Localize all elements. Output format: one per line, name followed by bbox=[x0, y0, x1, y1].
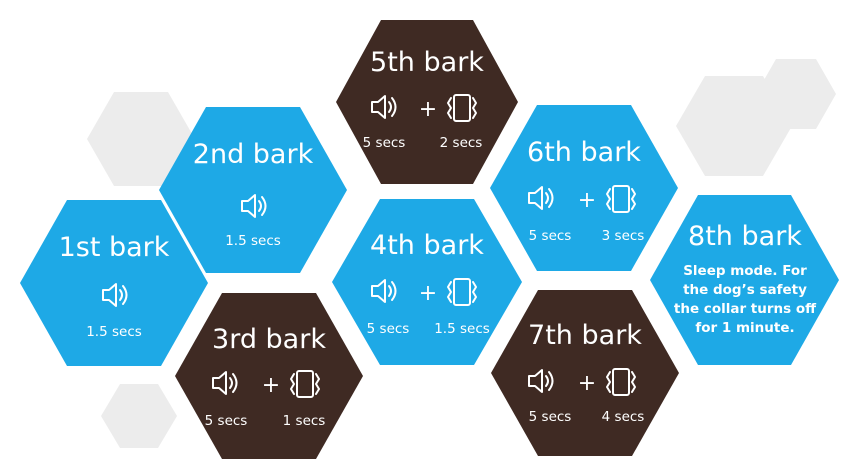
bark-title: 3rd bark bbox=[212, 324, 326, 355]
bark-title: 8th bark bbox=[688, 221, 802, 252]
sleep-mode-note-line: the dog’s safety bbox=[683, 282, 807, 298]
vibration-icon bbox=[447, 278, 477, 306]
speaker-icon bbox=[241, 194, 267, 218]
speaker-icon bbox=[102, 283, 128, 307]
bark-title: 4th bark bbox=[370, 230, 484, 261]
sound-duration: 5 secs bbox=[363, 135, 406, 151]
plus-sign: + bbox=[578, 188, 596, 213]
hexagon-shape bbox=[490, 105, 678, 271]
speaker-icon bbox=[371, 279, 397, 303]
plus-sign: + bbox=[578, 371, 596, 396]
vibration-duration: 3 secs bbox=[602, 228, 645, 244]
decor-hexagons bbox=[87, 59, 836, 448]
speaker-icon bbox=[371, 95, 397, 119]
bark-title: 1st bark bbox=[59, 232, 170, 263]
decor-hexagon bbox=[101, 384, 177, 448]
vibration-icon bbox=[606, 368, 636, 396]
plus-sign: + bbox=[419, 281, 437, 306]
hexagon-shape bbox=[332, 199, 522, 365]
hexagon-6th-bark: 6th bark + 5 secs 3 secs bbox=[490, 105, 678, 271]
hexagon-shape bbox=[491, 290, 679, 456]
decor-hexagon bbox=[756, 59, 836, 129]
speaker-icon bbox=[528, 186, 554, 210]
hexagon-shape bbox=[20, 200, 208, 366]
hexagon-7th-bark: 7th bark + 5 secs 4 secs bbox=[491, 290, 679, 456]
sound-duration: 5 secs bbox=[205, 413, 248, 429]
sleep-mode-note-line: for 1 minute. bbox=[695, 320, 794, 336]
vibration-icon bbox=[606, 185, 636, 213]
hexagon-shape bbox=[650, 195, 839, 365]
vibration-duration: 4 secs bbox=[602, 409, 645, 425]
plus-sign: + bbox=[262, 373, 280, 398]
bark-title: 5th bark bbox=[370, 47, 484, 78]
vibration-icon bbox=[290, 370, 320, 398]
speaker-icon bbox=[528, 369, 554, 393]
sleep-mode-note-line: Sleep mode. For bbox=[683, 263, 807, 279]
hexagon-shape bbox=[336, 20, 518, 184]
bark-title: 7th bark bbox=[528, 320, 642, 351]
bark-title: 6th bark bbox=[527, 137, 641, 168]
sound-duration: 1.5 secs bbox=[86, 324, 142, 340]
hexagon-shape bbox=[159, 107, 347, 273]
sleep-mode-note-line: the collar turns off bbox=[674, 301, 817, 317]
sound-duration: 1.5 secs bbox=[225, 233, 281, 249]
hexagon-2nd-bark: 2nd bark 1.5 secs bbox=[159, 107, 347, 273]
bark-title: 2nd bark bbox=[193, 139, 314, 170]
vibration-icon bbox=[447, 94, 477, 122]
hexagon-5th-bark: 5th bark + 5 secs 2 secs bbox=[336, 20, 518, 184]
plus-sign: + bbox=[419, 97, 437, 122]
speaker-icon bbox=[212, 371, 238, 395]
hexagon-4th-bark: 4th bark + 5 secs 1.5 secs bbox=[332, 199, 522, 365]
sound-duration: 5 secs bbox=[529, 409, 572, 425]
vibration-duration: 1 secs bbox=[283, 413, 326, 429]
hexagon-1st-bark: 1st bark 1.5 secs bbox=[20, 200, 208, 366]
sound-duration: 5 secs bbox=[367, 321, 410, 337]
hexagon-8th-bark: 8th bark Sleep mode. For the dog’s safet… bbox=[650, 195, 839, 365]
sound-duration: 5 secs bbox=[529, 228, 572, 244]
vibration-duration: 1.5 secs bbox=[434, 321, 490, 337]
decor-hexagon bbox=[87, 92, 195, 186]
hexagon-shape bbox=[175, 293, 363, 459]
hexagon-3rd-bark: 3rd bark + 5 secs 1 secs bbox=[175, 293, 363, 459]
vibration-duration: 2 secs bbox=[440, 135, 483, 151]
